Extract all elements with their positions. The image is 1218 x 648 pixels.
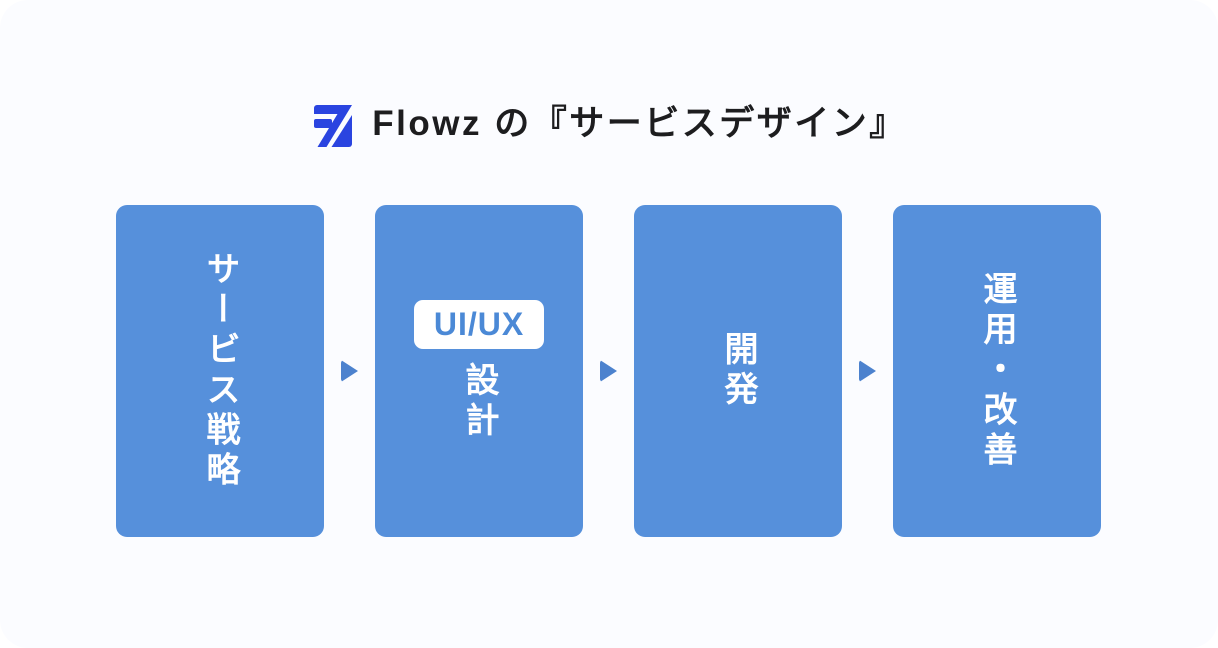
connector-2 xyxy=(583,205,634,537)
connector-1 xyxy=(324,205,375,537)
connector-3 xyxy=(842,205,893,537)
uiux-badge: UI/UX xyxy=(413,299,545,349)
header: Flowz の『サービスデザイン』 xyxy=(0,101,1218,147)
arrow-right-icon xyxy=(859,360,876,382)
step-uiux-design: UI/UX 設計 xyxy=(375,205,583,537)
step-development: 開発 xyxy=(634,205,842,537)
step-service-strategy: サービス戦略 xyxy=(116,205,324,537)
flowz-logo-icon xyxy=(311,101,355,147)
flow-diagram: サービス戦略 UI/UX 設計 開発 運用・改善 xyxy=(116,205,1101,537)
step-label-operation-improvement: 運用・改善 xyxy=(978,270,1016,472)
step-label-design: 設計 xyxy=(460,361,498,443)
arrow-right-icon xyxy=(600,360,617,382)
step-label-development: 開発 xyxy=(719,330,757,412)
step-label-service-strategy: サービス戦略 xyxy=(201,250,239,492)
arrow-right-icon xyxy=(341,360,358,382)
page-title: Flowz の『サービスデザイン』 xyxy=(372,104,907,143)
step-operation-improvement: 運用・改善 xyxy=(893,205,1101,537)
